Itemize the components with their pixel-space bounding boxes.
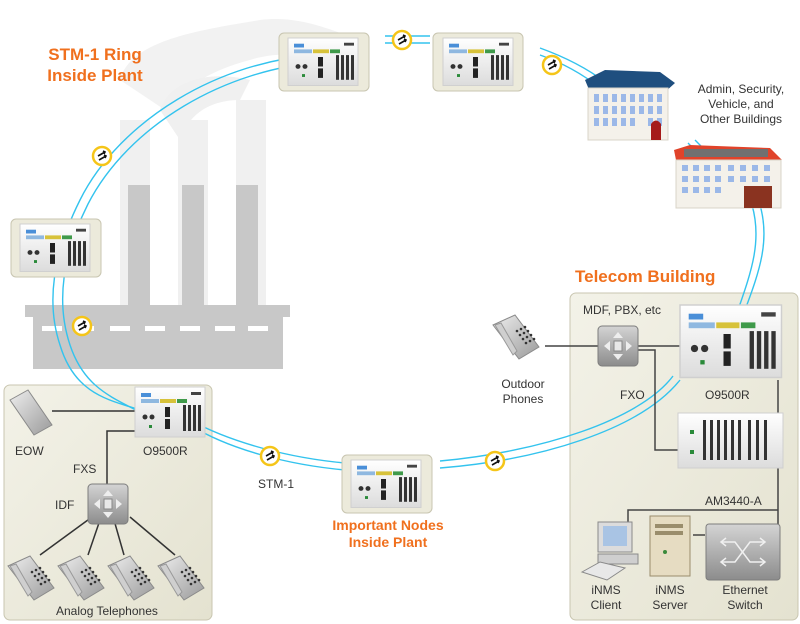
o9500r-main-label: O9500R [705,388,750,402]
ring-title-line1: STM-1 Ring [48,45,142,64]
nms-server-line: Server [652,598,688,612]
link-marker-icon [541,54,563,76]
nms-client-line: iNMS [591,583,621,597]
ring-node-top-right[interactable] [432,32,524,92]
link-marker-icon [71,315,93,337]
nms-client-line: Client [590,598,622,612]
ethernet-switch-line: Ethernet [722,583,768,597]
nms-client-icon [580,521,639,581]
nms-server-icon [649,515,691,577]
am3440a-label: AM3440-A [705,494,762,508]
important-nodes-line: Inside Plant [348,534,428,550]
important-nodes-label: Important Nodes Inside Plant [325,517,451,551]
outdoor-phones-line: Outdoor [501,377,545,391]
buildings-label-line: Admin, Security, [697,82,785,96]
link-marker-icon [91,145,113,167]
buildings-label-line: Vehicle, and [708,97,774,111]
ring-node-top-left[interactable] [278,32,370,92]
outdoor-phones-label: Outdoor Phones [494,377,552,407]
eow-label: EOW [15,444,44,458]
fxs-label: FXS [73,462,97,476]
important-nodes-line: Important Nodes [332,517,444,533]
admin-building-icon [585,70,675,141]
eow-phone-icon [9,389,53,436]
nms-server-line: iNMS [655,583,685,597]
o9500r-plant-label: O9500R [143,444,188,458]
ring-node-left[interactable] [10,218,102,278]
ring-node-bottom[interactable] [341,454,433,514]
outdoor-phones-line: Phones [502,392,544,406]
nms-server-label: iNMS Server [648,583,692,613]
link-marker-icon [484,450,506,472]
idf-label: IDF [55,498,75,512]
fxo-label: FXO [620,388,645,402]
o9500r-plant-device[interactable] [134,386,206,438]
ring-title-line2: Inside Plant [47,66,143,85]
idf-icon [87,483,129,525]
link-marker-icon [391,29,413,51]
office-building-icon [674,145,782,209]
buildings-label-line: Other Buildings [699,112,783,126]
am3440a-device[interactable] [677,412,784,469]
ethernet-switch-label: Ethernet Switch [716,583,774,613]
mdf-label: MDF, PBX, etc [583,303,662,317]
telecom-title: Telecom Building [575,267,716,286]
buildings-label: Admin, Security, Vehicle, and Other Buil… [688,82,794,127]
nms-client-label: iNMS Client [584,583,628,613]
o9500r-main-device[interactable] [679,304,783,379]
outdoor-phone-icon [492,314,540,360]
link-marker-icon [259,445,281,467]
ethernet-switch-icon [705,523,781,581]
stm1-link-label: STM-1 [258,477,294,491]
ethernet-switch-line: Switch [727,598,763,612]
ring-title: STM-1 Ring Inside Plant [40,44,150,86]
analog-phones-label: Analog Telephones [56,604,158,618]
plant-links [39,410,176,556]
mdf-pbx-icon [597,325,639,367]
